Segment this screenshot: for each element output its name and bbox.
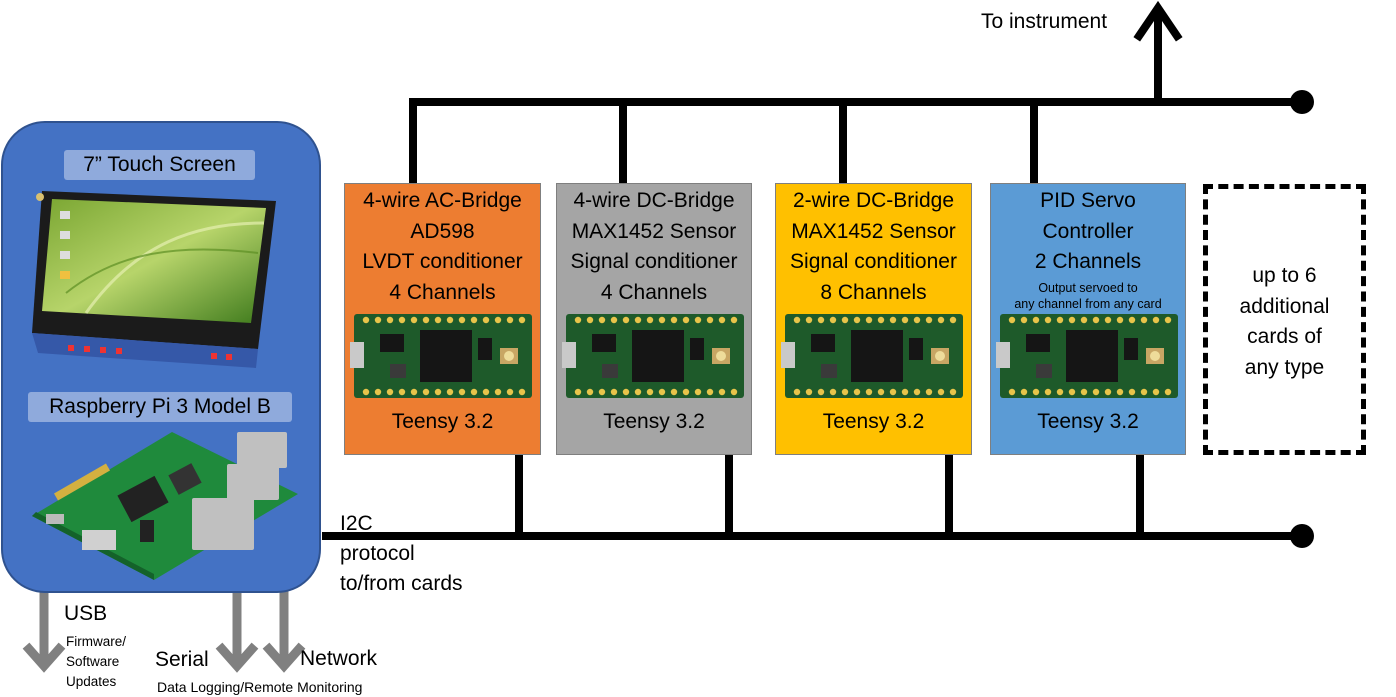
card-footer: Teensy 3.2 — [391, 410, 494, 433]
usb-detail-line-3: Updates — [66, 674, 117, 689]
card-dc-bridge-2wire: 2-wire DC-Bridge MAX1452 Sensor Signal c… — [775, 183, 972, 455]
teensy-board-image — [562, 314, 744, 398]
card-title-line: AD598 — [410, 219, 475, 243]
teensy-board-image — [781, 314, 963, 398]
card-title-line: 4 Channels — [389, 280, 496, 304]
card-footer: Teensy 3.2 — [603, 410, 705, 433]
card-title: PID Servo Controller 2 Channels — [991, 184, 1185, 278]
network-label: Network — [300, 647, 378, 670]
i2c-label-line-1: I2C — [340, 512, 373, 535]
usb-detail-line-1: Firmware/ — [66, 634, 126, 649]
card-dc-bridge-4wire: 4-wire DC-Bridge MAX1452 Sensor Signal c… — [556, 183, 752, 455]
additional-cards-line: additional — [1239, 294, 1330, 318]
card-title-line: 4-wire DC-Bridge — [573, 189, 735, 212]
card-title-line: 4 Channels — [600, 280, 708, 304]
card-note-line: any channel from any card — [1014, 297, 1162, 311]
up-arrow-icon — [1133, 0, 1183, 42]
card-title: 2-wire DC-Bridge MAX1452 Sensor Signal c… — [776, 184, 971, 308]
raspberry-pi-label: Raspberry Pi 3 Model B — [28, 392, 292, 422]
raspberry-pi-image — [32, 432, 298, 580]
card-title-line: 4-wire AC-Bridge — [363, 189, 522, 212]
instrument-label: To instrument — [981, 10, 1108, 33]
card-title: 4-wire DC-Bridge MAX1452 Sensor Signal c… — [557, 184, 751, 308]
card-title-line: LVDT conditioner — [362, 250, 523, 273]
additional-cards-line: up to 6 — [1252, 264, 1317, 287]
usb-detail-line-2: Software — [66, 654, 120, 669]
i2c-label-line-2: protocol — [340, 542, 415, 565]
serial-label: Serial — [155, 648, 209, 671]
touchscreen-label: 7” Touch Screen — [64, 150, 255, 180]
card-title-line: MAX1452 Sensor — [791, 219, 956, 243]
card-title-line: Controller — [1042, 219, 1134, 243]
touchscreen-image — [32, 191, 276, 368]
additional-cards-slot: up to 6 additional cards of any type — [1203, 184, 1366, 455]
card-title-line: Signal conditioner — [570, 250, 738, 273]
card-title-line: 2-wire DC-Bridge — [792, 189, 955, 212]
data-logging-label: Data Logging/Remote Monitoring — [157, 679, 363, 695]
card-title-line: 2 Channels — [1034, 250, 1142, 273]
instrument-bus-terminal — [1290, 90, 1314, 114]
down-arrow-icon — [22, 642, 66, 673]
down-arrow-icon — [215, 642, 259, 673]
card-title-line: Signal conditioner — [790, 250, 957, 273]
teensy-board-image — [350, 314, 532, 398]
card-title-line: PID Servo — [1040, 189, 1136, 212]
card-footer: Teensy 3.2 — [822, 410, 925, 433]
card-title-line: MAX1452 Sensor — [571, 219, 737, 243]
card-pid-servo: PID Servo Controller 2 Channels Output s… — [990, 183, 1186, 455]
card-title-line: 8 Channels — [820, 280, 927, 304]
additional-cards-line: cards of — [1247, 325, 1322, 348]
i2c-bus-terminal — [1290, 524, 1314, 548]
additional-cards-text: up to 6 additional cards of any type — [1208, 261, 1361, 383]
card-note: Output servoed to any channel from any c… — [991, 280, 1185, 312]
i2c-label-line-3: to/from cards — [340, 572, 463, 595]
usb-label: USB — [64, 602, 108, 625]
card-title: 4-wire AC-Bridge AD598 LVDT conditioner … — [345, 184, 540, 308]
card-note-line: Output servoed to — [1038, 281, 1138, 295]
card-footer: Teensy 3.2 — [1037, 410, 1139, 433]
card-ac-bridge: 4-wire AC-Bridge AD598 LVDT conditioner … — [344, 183, 541, 455]
teensy-board-image — [996, 314, 1178, 398]
additional-cards-line: any type — [1244, 355, 1325, 379]
down-arrow-icon — [262, 642, 306, 673]
